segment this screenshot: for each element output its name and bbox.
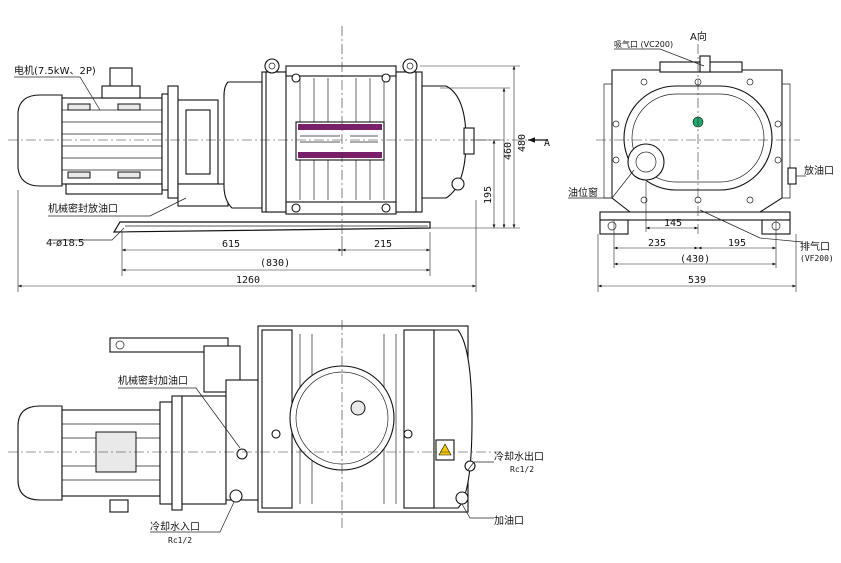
- intake-label: 吸气口 (VC200): [614, 39, 673, 49]
- oil-fill-label: 加油口: [494, 514, 524, 527]
- dim-195-vertical: 195: [483, 186, 494, 204]
- dim-430: (430): [680, 254, 710, 265]
- cooling-in-spec: Rc1/2: [168, 536, 192, 545]
- top-view: 机械密封加油口 冷却水入口 Rc1/2 冷却水出口 Rc1/2 加油口: [8, 320, 544, 545]
- drain-port-label: 放油口: [804, 164, 834, 177]
- exhaust-label: 排气口: [800, 240, 830, 253]
- motor-top: [17, 395, 183, 513]
- dim-830: (830): [260, 258, 290, 269]
- seal-drain-label: 机械密封放油口: [48, 202, 118, 215]
- seal-fill-label: 机械密封加油口: [118, 374, 188, 387]
- foot-holes-label: 4-ø18.5: [46, 238, 84, 249]
- dim-195: 195: [728, 238, 746, 249]
- cooling-out-label: 冷却水出口: [494, 450, 544, 463]
- dim-615: 615: [222, 239, 240, 250]
- dim-215: 215: [374, 239, 392, 250]
- dim-1260: 1260: [236, 275, 260, 286]
- cooling-in-label: 冷却水入口: [150, 520, 200, 533]
- dim-539: 539: [688, 275, 706, 286]
- dim-235: 235: [648, 238, 666, 249]
- front-view: 电机(7.5kW、2P) 机械密封放油口 4-ø18.5 615 215 (83…: [8, 26, 550, 292]
- arrow-a-label: A: [544, 138, 550, 149]
- motor-label: 电机(7.5kW、2P): [14, 64, 96, 77]
- dim-145: 145: [664, 218, 682, 229]
- side-view-a: 吸气口 (VC200) A向 放油口 油位窗 排气口 (VF200) 145 2…: [568, 30, 834, 292]
- oil-window-label: 油位窗: [568, 186, 598, 199]
- dim-460: 460: [503, 142, 514, 160]
- exhaust-spec: (VF200): [800, 254, 834, 263]
- dim-480: 480: [517, 134, 528, 152]
- cooling-out-spec: Rc1/2: [510, 465, 534, 474]
- motor-front: [17, 67, 179, 199]
- view-a-label: A向: [690, 30, 707, 43]
- pump-top: [229, 325, 476, 513]
- pump-front: [223, 58, 475, 215]
